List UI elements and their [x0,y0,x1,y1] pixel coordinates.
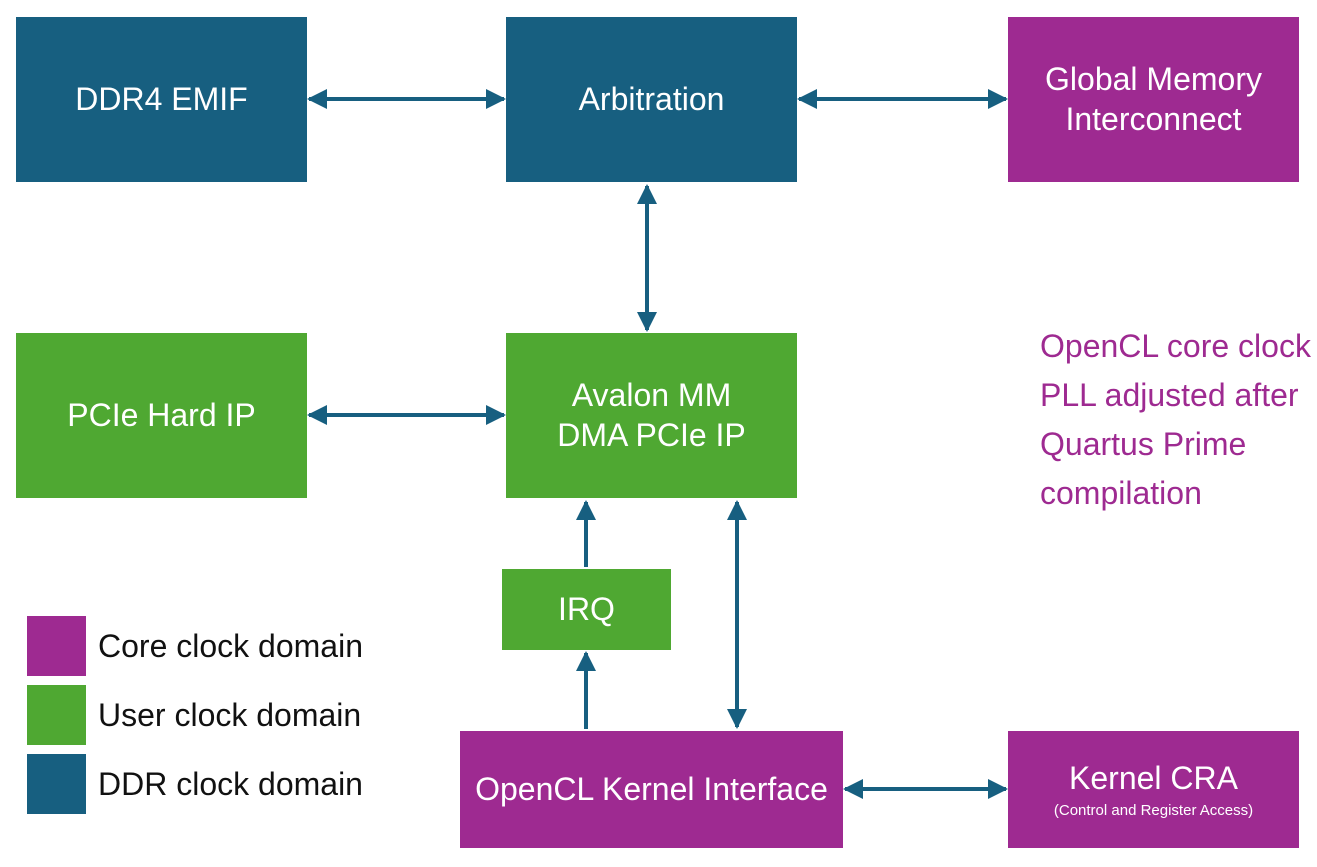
clock-note: OpenCL core clock PLL adjusted after Qua… [1040,322,1311,518]
legend-swatch-core [27,616,86,676]
legend-item-ddr: DDR clock domain [27,754,363,814]
note-line-1: OpenCL core clock [1040,328,1311,364]
legend-label-ddr: DDR clock domain [98,765,363,802]
arbitration-block: Arbitration [506,17,797,182]
global-memory-interconnect-block: Global Memory Interconnect [1008,17,1299,182]
pcie-hard-ip-block: PCIe Hard IP [16,333,307,498]
kernel-cra-subtitle: (Control and Register Access) [1053,801,1254,819]
note-line-3: Quartus Prime [1040,426,1247,462]
legend-item-user: User clock domain [27,685,361,745]
global-memory-label-line-2: Interconnect [1065,100,1242,137]
avalon-label-line-2: DMA PCIe IP [557,416,746,453]
legend-swatch-user [27,685,86,745]
legend-label-core: Core clock domain [98,627,363,664]
irq-label: IRQ [558,590,615,627]
pcie-hard-ip-label: PCIe Hard IP [67,396,256,433]
arbitration-label: Arbitration [578,80,725,117]
legend-swatch-ddr [27,754,86,814]
irq-block: IRQ [502,569,671,650]
global-memory-label-line-1: Global Memory [1045,61,1262,98]
note-line-4: compilation [1040,475,1202,511]
avalon-label-line-1: Avalon MM [571,377,732,414]
ddr4-emif-block: DDR4 EMIF [16,17,307,182]
legend-item-core: Core clock domain [27,616,363,676]
opencl-kernel-interface-block: OpenCL Kernel Interface [460,731,843,848]
kernel-cra-label: Kernel CRA [1069,759,1238,796]
avalon-mm-dma-block: Avalon MM DMA PCIe IP [506,333,797,498]
opencl-kernel-interface-label: OpenCL Kernel Interface [475,770,828,807]
legend-label-user: User clock domain [98,696,362,733]
note-line-2: PLL adjusted after [1040,377,1299,413]
kernel-cra-block: Kernel CRA (Control and Register Access) [1008,731,1299,848]
ddr4-emif-label: DDR4 EMIF [75,80,248,117]
